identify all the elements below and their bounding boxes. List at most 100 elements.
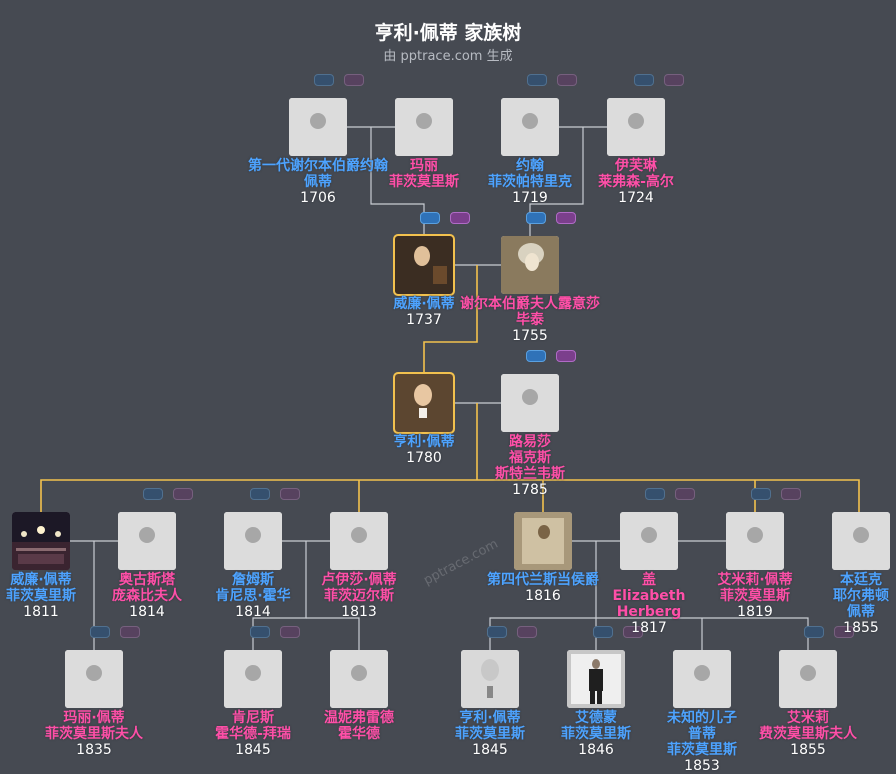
- name-line: 菲茨莫里斯: [667, 742, 737, 758]
- birth-year: 1845: [472, 742, 508, 758]
- expand-ancestors-button[interactable]: [751, 488, 771, 500]
- avatar-placeholder-icon[interactable]: [330, 650, 388, 708]
- avatar-placeholder-icon[interactable]: [832, 512, 890, 570]
- avatar-placeholder-icon[interactable]: [65, 650, 123, 708]
- expand-partner-button[interactable]: [834, 626, 854, 638]
- person-photo[interactable]: [514, 512, 572, 570]
- avatar-placeholder-icon[interactable]: [607, 98, 665, 156]
- name-line: 卢伊莎·佩蒂: [321, 572, 397, 588]
- name-line: 福克斯: [509, 450, 551, 466]
- expand-ancestors-button[interactable]: [645, 488, 665, 500]
- expand-partner-button[interactable]: [557, 74, 577, 86]
- expand-partner-button[interactable]: [120, 626, 140, 638]
- expand-ancestors-button[interactable]: [526, 212, 546, 224]
- expand-ancestors-button[interactable]: [526, 350, 546, 362]
- expand-partner-button[interactable]: [280, 488, 300, 500]
- expand-ancestors-button[interactable]: [90, 626, 110, 638]
- expand-ancestors-button[interactable]: [143, 488, 163, 500]
- avatar-placeholder-icon[interactable]: [224, 650, 282, 708]
- avatar-placeholder-icon[interactable]: [779, 650, 837, 708]
- expand-ancestors-button[interactable]: [593, 626, 613, 638]
- person-name: 温妮弗雷德霍华德: [270, 710, 448, 742]
- person-card[interactable]: 玛丽菲茨莫里斯: [389, 98, 459, 190]
- avatar-placeholder-icon[interactable]: [501, 98, 559, 156]
- name-line: Herberg: [616, 604, 682, 620]
- descent-line-p7: [423, 265, 478, 374]
- expand-partner-button[interactable]: [556, 212, 576, 224]
- expand-partner-button[interactable]: [623, 626, 643, 638]
- name-line: 肯尼斯: [232, 710, 274, 726]
- person-photo[interactable]: [461, 650, 519, 708]
- birth-year: 1719: [512, 190, 548, 206]
- avatar-placeholder-icon[interactable]: [118, 512, 176, 570]
- person-photo[interactable]: [501, 236, 559, 294]
- avatar-placeholder-icon[interactable]: [726, 512, 784, 570]
- avatar-placeholder-icon[interactable]: [673, 650, 731, 708]
- person-photo[interactable]: [12, 512, 70, 570]
- avatar-placeholder-icon[interactable]: [330, 512, 388, 570]
- expand-ancestors-button[interactable]: [314, 74, 334, 86]
- name-line: 菲茨迈尔斯: [324, 588, 394, 604]
- expand-ancestors-button[interactable]: [420, 212, 440, 224]
- birth-year: 1853: [684, 758, 720, 774]
- expand-ancestors-button[interactable]: [804, 626, 824, 638]
- avatar-placeholder-icon[interactable]: [289, 98, 347, 156]
- page-subtitle: 由 pptrace.com 生成: [383, 49, 513, 64]
- expand-partner-button[interactable]: [517, 626, 537, 638]
- name-line: 盖: [642, 572, 656, 588]
- avatar-placeholder-icon[interactable]: [224, 512, 282, 570]
- birth-year: 1814: [235, 604, 271, 620]
- name-line: 第四代兰斯当侯爵: [487, 572, 599, 588]
- expand-partner-button[interactable]: [173, 488, 193, 500]
- expand-partner-button[interactable]: [450, 212, 470, 224]
- birth-year: 1816: [525, 588, 561, 604]
- person-photo[interactable]: [393, 234, 455, 296]
- person-photo[interactable]: [567, 650, 625, 708]
- person-photo[interactable]: [393, 372, 455, 434]
- birth-year: 1814: [129, 604, 165, 620]
- expand-partner-button[interactable]: [280, 626, 300, 638]
- expand-ancestors-button[interactable]: [634, 74, 654, 86]
- expand-ancestors-button[interactable]: [250, 488, 270, 500]
- name-line: 佩蒂: [304, 174, 332, 190]
- person-card[interactable]: 温妮弗雷德霍华德: [324, 650, 394, 742]
- expand-partner-button[interactable]: [664, 74, 684, 86]
- expand-partner-button[interactable]: [344, 74, 364, 86]
- expand-ancestors-button[interactable]: [250, 626, 270, 638]
- expand-partner-button[interactable]: [675, 488, 695, 500]
- avatar-placeholder-icon[interactable]: [395, 98, 453, 156]
- avatar-placeholder-icon[interactable]: [501, 374, 559, 432]
- expand-partner-button[interactable]: [556, 350, 576, 362]
- name-line: 第一代谢尔本伯爵约翰: [248, 158, 388, 174]
- expand-ancestors-button[interactable]: [487, 626, 507, 638]
- expand-partner-button[interactable]: [781, 488, 801, 500]
- avatar-placeholder-icon[interactable]: [620, 512, 678, 570]
- expand-ancestors-button[interactable]: [527, 74, 547, 86]
